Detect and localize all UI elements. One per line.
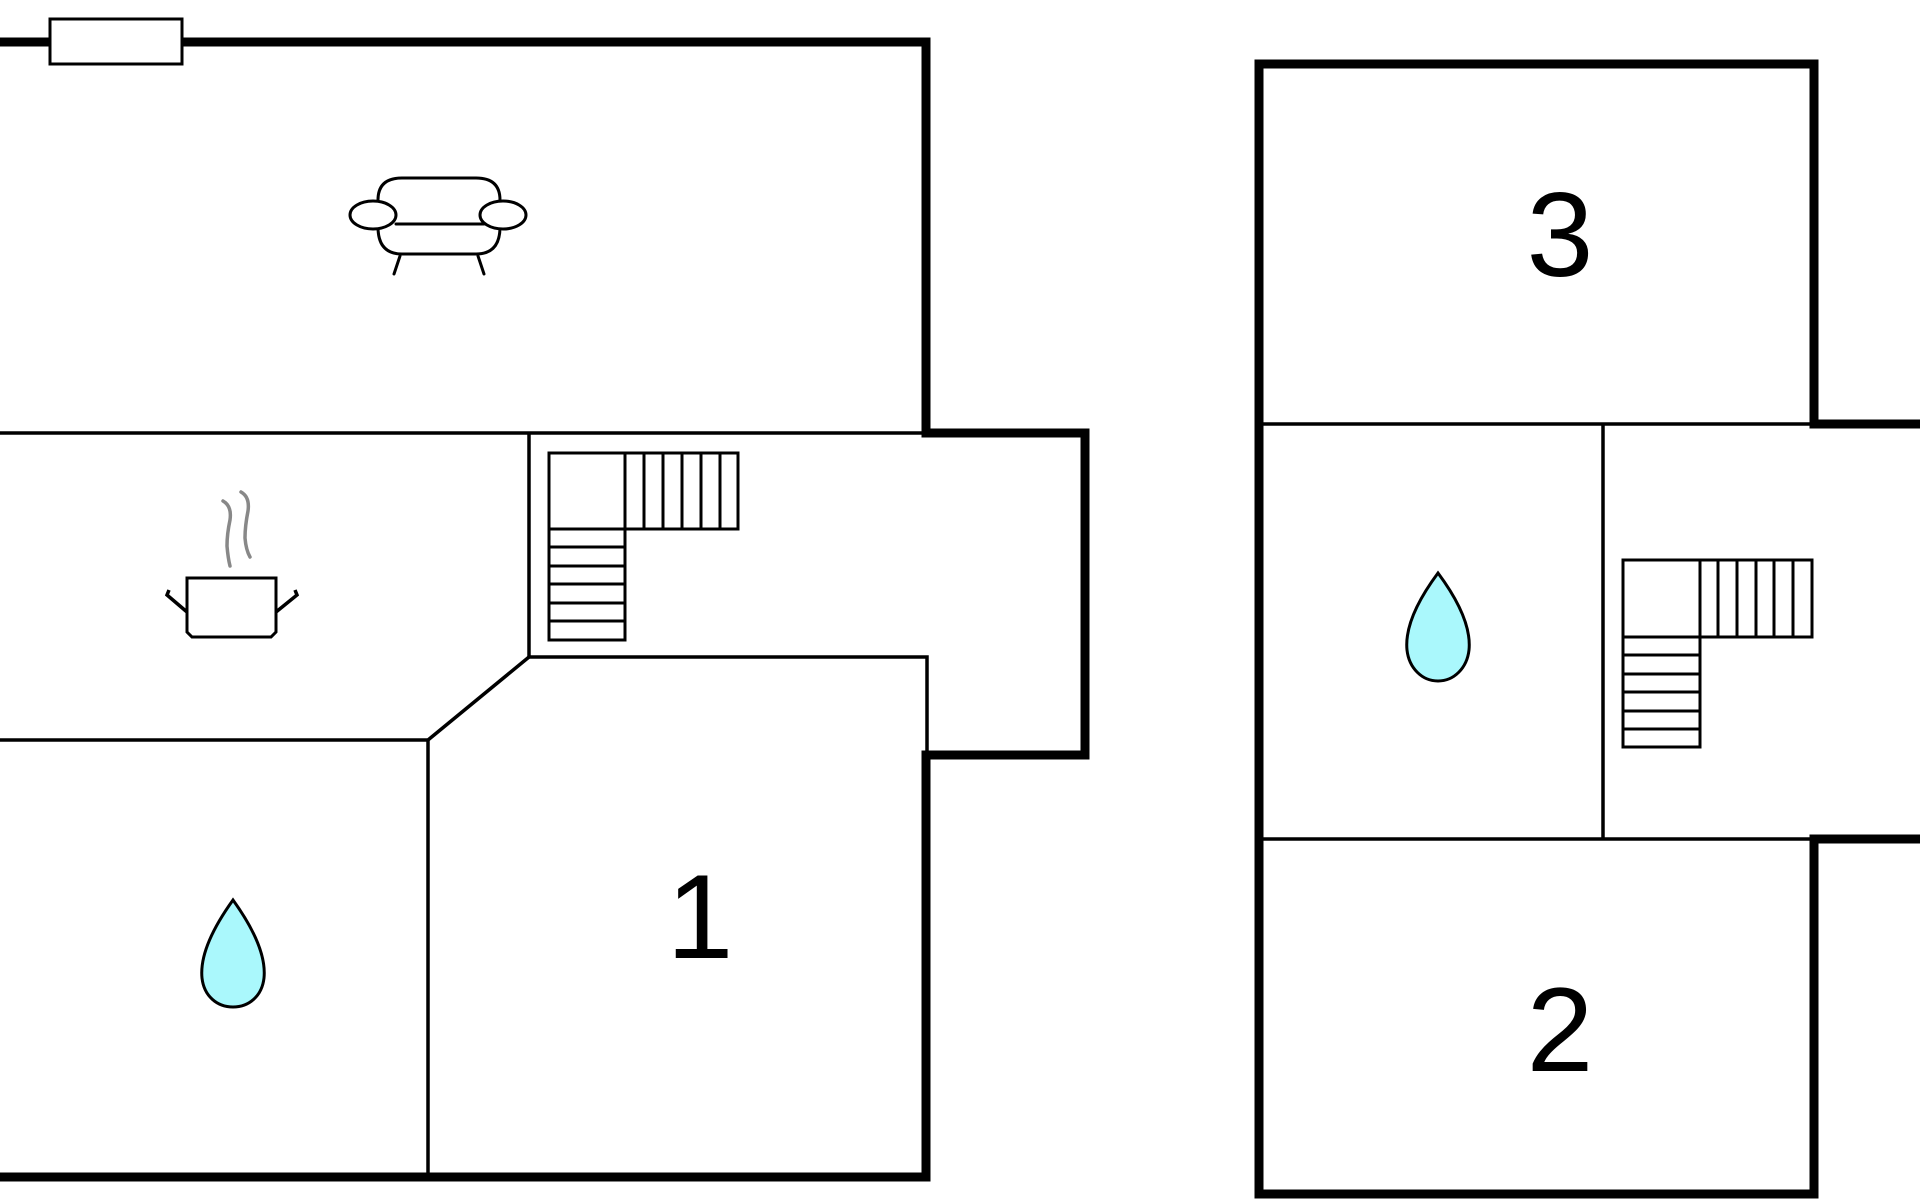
interior-walls-right — [1259, 422, 1814, 841]
outer-walls-right — [1254, 59, 1920, 1199]
staircase-icon — [1621, 558, 1814, 749]
interior-walls-left — [0, 431, 929, 1177]
room-label-1: 1 — [667, 850, 734, 984]
cooking-pot-icon — [164, 490, 300, 639]
floor-plan-right: 3 2 — [1254, 59, 1920, 1199]
staircase-icon — [547, 451, 740, 642]
room-label-2: 2 — [1527, 963, 1594, 1097]
water-drop-icon — [200, 897, 266, 1009]
water-drop-icon — [1405, 570, 1471, 683]
room-label-3: 3 — [1527, 168, 1594, 302]
floor-plan-left: 1 — [0, 17, 1090, 1182]
window — [48, 17, 184, 66]
sofa-icon — [348, 176, 528, 276]
outer-walls-left — [0, 37, 1090, 1182]
